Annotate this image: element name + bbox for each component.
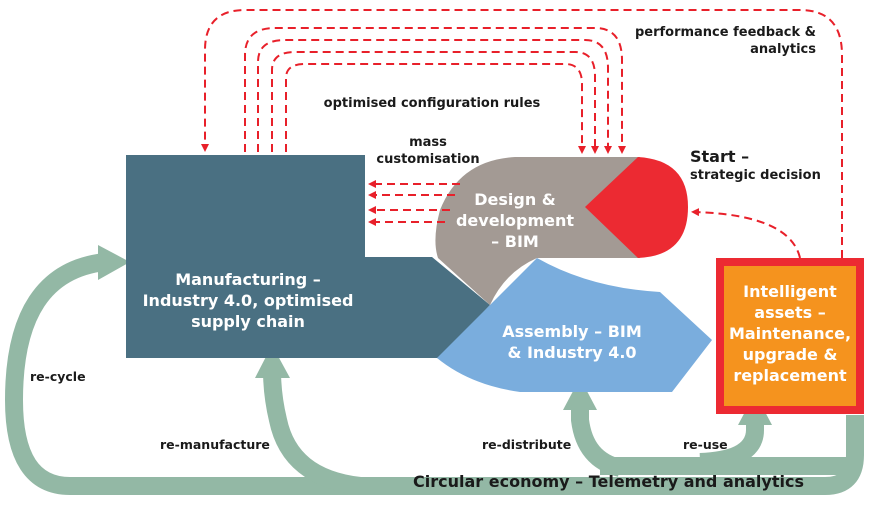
assembly-label-2: & Industry 4.0 xyxy=(507,343,636,362)
performance-feedback-line xyxy=(201,9,843,258)
start-title: Start – xyxy=(690,147,749,166)
config-rule-line-4 xyxy=(285,63,586,154)
re-distribute-label: re-distribute xyxy=(482,437,571,452)
circular-arrowheads xyxy=(98,245,772,425)
assets-label-4: upgrade & xyxy=(743,345,838,364)
assembly-block xyxy=(437,258,712,392)
feedback-lines xyxy=(201,9,843,259)
assets-label-5: replacement xyxy=(733,366,847,385)
assets-label-2: assets – xyxy=(754,303,825,322)
mass-customisation-label-2: customisation xyxy=(376,152,479,167)
manufacturing-block xyxy=(126,155,490,358)
design-block xyxy=(435,157,640,305)
config-rule-line-1 xyxy=(244,27,626,154)
circular-economy-label: Circular economy – Telemetry and analyti… xyxy=(413,472,804,491)
optimised-rules-label: optimised configuration rules xyxy=(324,96,541,111)
assets-label-3: Maintenance, xyxy=(729,324,851,343)
design-label-3: – BIM xyxy=(491,232,539,251)
re-manufacture-label: re-manufacture xyxy=(160,437,270,452)
performance-feedback-label-1: performance feedback & xyxy=(635,25,816,40)
re-distribute-arrowhead xyxy=(563,378,597,410)
start-decision-shape xyxy=(585,157,688,258)
design-label-2: development xyxy=(456,211,574,230)
start-subtitle: strategic decision xyxy=(690,168,821,183)
assembly-label-1: Assembly – BIM xyxy=(502,322,642,341)
design-label-1: Design & xyxy=(474,190,556,209)
intelligent-assets-inner xyxy=(724,266,856,406)
circular-economy-loop xyxy=(4,253,864,495)
config-rule-line-3 xyxy=(271,51,599,154)
manufacturing-label-2: Industry 4.0, optimised xyxy=(143,291,354,310)
re-cycle-arrowhead xyxy=(98,245,130,280)
mass-customisation-label-1: mass xyxy=(409,135,447,150)
re-use-label: re-use xyxy=(683,437,728,452)
manufacturing-label-3: supply chain xyxy=(191,312,305,331)
re-manufacture-arrowhead xyxy=(255,345,290,378)
re-cycle-arrow-path xyxy=(4,253,864,495)
re-cycle-label: re-cycle xyxy=(30,369,86,384)
assets-to-start-line xyxy=(691,208,801,259)
performance-feedback-label-2: analytics xyxy=(750,42,816,57)
assets-label-1: Intelligent xyxy=(743,282,837,301)
manufacturing-label-1: Manufacturing – xyxy=(175,270,321,289)
config-rule-line-2 xyxy=(257,39,612,154)
re-manufacture-arrow-path xyxy=(263,369,362,495)
